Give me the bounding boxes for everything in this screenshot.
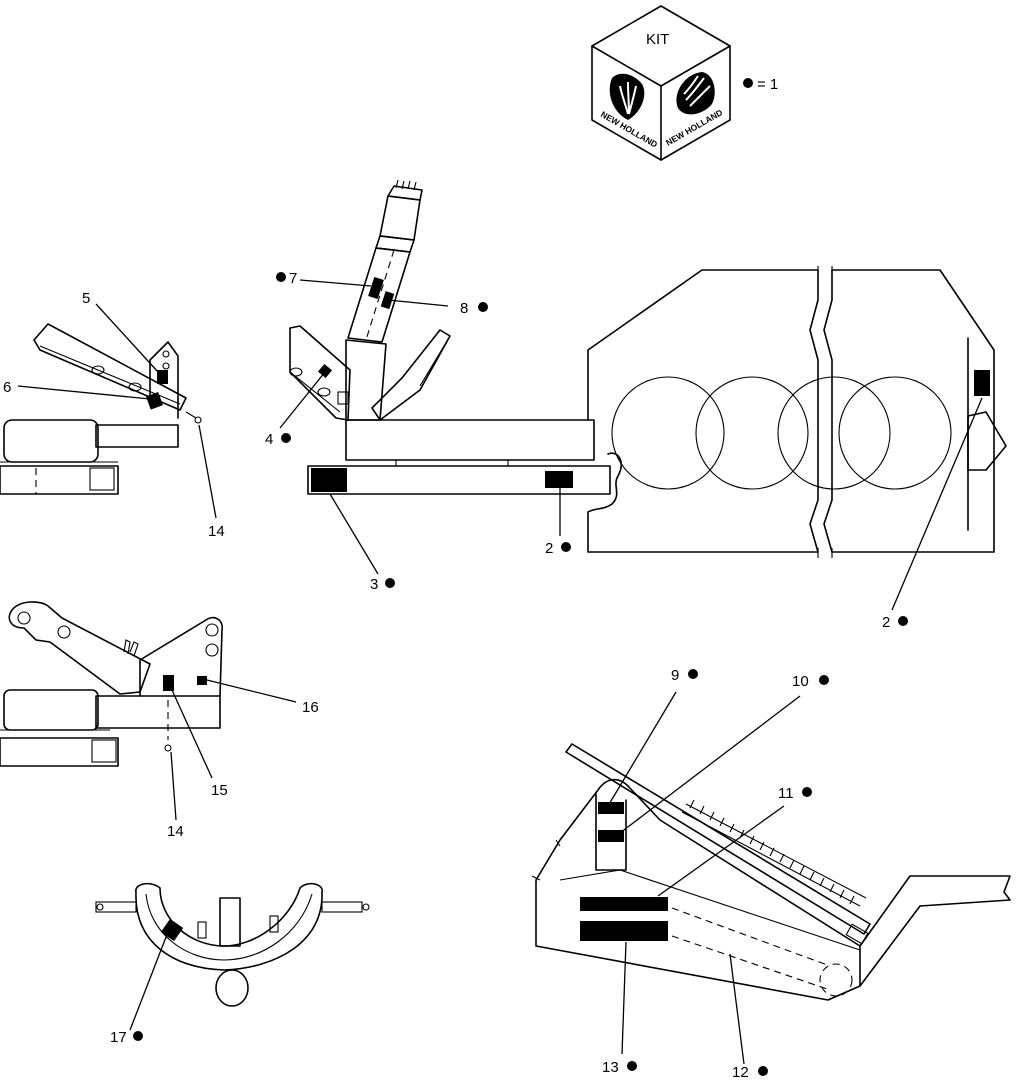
svg-text:11: 11 <box>778 785 794 802</box>
svg-text:17: 17 <box>110 1029 127 1046</box>
callout-13: 13 <box>602 1059 637 1076</box>
svg-text:12: 12 <box>732 1064 749 1081</box>
svg-text:13: 13 <box>602 1059 619 1076</box>
svg-text:16: 16 <box>302 699 319 716</box>
kit-cube: KIT NEW HOLLAND NEW HOLLAND = 1 <box>591 5 778 161</box>
callout-7: 7 <box>276 270 297 287</box>
callout-15: 15 <box>211 782 228 799</box>
svg-text:3: 3 <box>370 576 378 593</box>
callout-6: 6 <box>3 379 11 396</box>
svg-text:10: 10 <box>792 673 809 690</box>
callout-3: 3 <box>370 576 395 593</box>
svg-text:4: 4 <box>265 431 273 448</box>
callout-9: 9 <box>671 667 698 684</box>
callout-16: 16 <box>302 699 319 716</box>
kit-legend-bullet <box>743 78 753 88</box>
callout-11: 11 <box>778 785 812 802</box>
svg-text:7: 7 <box>289 270 297 287</box>
new-holland-logo-right: NEW HOLLAND <box>664 72 724 148</box>
svg-text:14: 14 <box>208 523 225 540</box>
callout-14-middle: 14 <box>167 823 184 840</box>
svg-text:2: 2 <box>545 540 553 557</box>
callout-12: 12 <box>732 1064 768 1081</box>
kit-legend-text: = 1 <box>757 76 778 93</box>
callout-14-top: 14 <box>208 523 225 540</box>
new-holland-logo-left: NEW HOLLAND <box>599 73 659 150</box>
arm-assembly-top-left <box>0 303 217 519</box>
callout-10: 10 <box>792 673 829 690</box>
kit-label: KIT <box>646 31 669 48</box>
svg-text:15: 15 <box>211 782 228 799</box>
svg-text:9: 9 <box>671 667 679 684</box>
callout-4: 4 <box>265 431 291 448</box>
svg-text:8: 8 <box>460 300 468 317</box>
svg-text:6: 6 <box>3 379 11 396</box>
callout-8: 8 <box>460 300 488 317</box>
arm-assembly-middle-left <box>0 601 297 821</box>
gearbox-housing <box>587 266 1007 611</box>
callout-2-housing: 2 <box>882 614 908 631</box>
svg-text:2: 2 <box>882 614 890 631</box>
svg-text:14: 14 <box>167 823 184 840</box>
cradle-bracket <box>95 882 370 1031</box>
header-frame-assembly <box>531 691 1011 1065</box>
central-drive-assembly <box>279 179 611 575</box>
callout-5: 5 <box>82 290 90 307</box>
callout-2-beam: 2 <box>545 540 571 557</box>
callout-17: 17 <box>110 1029 143 1046</box>
svg-text:5: 5 <box>82 290 90 307</box>
